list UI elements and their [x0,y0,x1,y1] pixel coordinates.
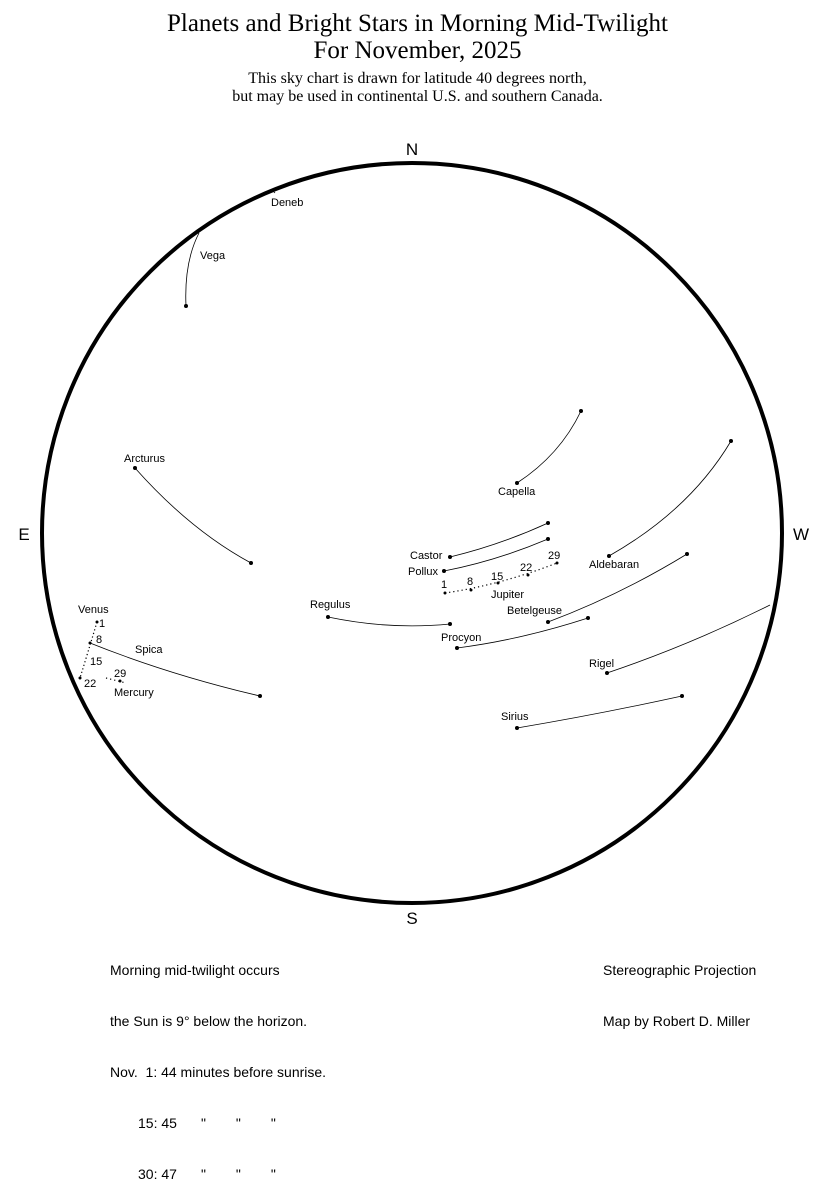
subtitle-usage: but may be used in continental U.S. and … [232,88,603,105]
star-dot-castor-end [546,521,550,525]
star-dot-pollux-end [546,537,550,541]
track-deneb [271,189,276,194]
jupiter-dot-15 [496,581,500,585]
label-arcturus: Arcturus [124,453,165,465]
jupiter-dot-1 [443,591,447,595]
jupiter-date-1: 1 [441,579,447,591]
star-dot-regulus-end [448,622,452,626]
label-pollux: Pollux [408,566,438,578]
star-dot-procyon [455,646,459,650]
track-betelgeuse [547,553,688,623]
star-dot-aldebaran [607,554,611,558]
track-rigel [606,604,771,674]
star-dot-procyon-end [586,616,590,620]
star-dot-sirius [515,726,519,730]
twilight-note-line2: the Sun is 9° below the horizon. [110,1013,308,1029]
page-title-date: For November, 2025 [313,37,522,64]
star-dot-spica-end [258,694,262,698]
mercury-dot-29 [118,679,122,683]
subtitle-latitude: This sky chart is drawn for latitude 40 … [248,70,587,87]
star-dot-sirius-end [680,694,684,698]
twilight-note-row-15: 15: 45""" [138,1115,276,1131]
track-mercury [105,677,127,684]
label-spica: Spica [135,644,163,656]
label-betelgeuse: Betelgeuse [507,605,562,617]
jupiter-dot-8 [469,588,473,592]
track-sirius [516,695,683,729]
label-rigel: Rigel [589,658,614,670]
twilight-note-row-30: 30: 47""" [138,1166,276,1182]
star-dot-capella-end [579,409,583,413]
venus-dot-8 [88,641,92,645]
credit-author: Map by Robert D. Miller [603,1013,751,1029]
jupiter-date-8: 8 [467,576,473,588]
twilight-note-line1: Morning mid-twilight occurs [110,962,280,978]
direction-north: N [406,140,418,159]
track-pollux [443,538,549,572]
venus-date-22: 22 [84,678,96,690]
label-mercury: Mercury [114,687,154,699]
sky-chart: N S E W [18,140,809,928]
track-venus [79,621,98,679]
label-venus: Venus [78,604,109,616]
jupiter-date-29: 29 [548,550,560,562]
twilight-notes: Morning mid-twilight occurs the Sun is 9… [110,928,326,1200]
mercury-date-29: 29 [114,668,126,680]
twilight-note-line3: Nov. 1: 44 minutes before sunrise. [110,1064,327,1080]
direction-south: S [406,909,417,928]
credits: Stereographic Projection Map by Robert D… [603,928,756,1047]
jupiter-date-22: 22 [520,562,532,574]
track-vega [185,232,200,307]
jupiter-date-15: 15 [491,571,503,583]
venus-date-8: 8 [96,634,102,646]
label-procyon: Procyon [441,632,481,644]
venus-dot-1 [95,620,99,624]
star-dot-betelgeuse [546,620,550,624]
jupiter-dot-22 [526,573,530,577]
star-dot-betelgeuse-end [685,552,689,556]
venus-date-15: 15 [90,656,102,668]
jupiter-dot-29 [555,561,559,565]
horizon-circle [40,161,784,905]
label-sirius: Sirius [501,711,529,723]
star-dot-arcturus-end [249,561,253,565]
page-title: Planets and Bright Stars in Morning Mid-… [166,10,668,37]
direction-west: W [793,525,809,544]
direction-east: E [18,525,29,544]
star-dot-capella [515,481,519,485]
track-aldebaran [608,440,732,557]
track-arcturus [134,467,252,564]
track-spica [89,642,261,697]
label-deneb: Deneb [271,197,303,209]
star-dot-arcturus [133,466,137,470]
label-vega: Vega [200,250,226,262]
star-dot-pollux [442,569,446,573]
star-dot-rigel [605,671,609,675]
track-capella [516,410,582,484]
track-regulus [327,616,451,627]
star-dot-aldebaran-end [729,439,733,443]
track-procyon [456,617,589,649]
track-castor [449,522,549,558]
label-jupiter: Jupiter [491,589,524,601]
label-castor: Castor [410,550,443,562]
label-regulus: Regulus [310,599,351,611]
label-capella: Capella [498,486,536,498]
credit-projection: Stereographic Projection [603,962,757,978]
star-dot-vega [184,304,188,308]
venus-dot-22 [78,676,82,680]
label-aldebaran: Aldebaran [589,559,639,571]
star-dot-castor [448,555,452,559]
venus-date-1: 1 [99,618,105,630]
star-dot-regulus [326,615,330,619]
